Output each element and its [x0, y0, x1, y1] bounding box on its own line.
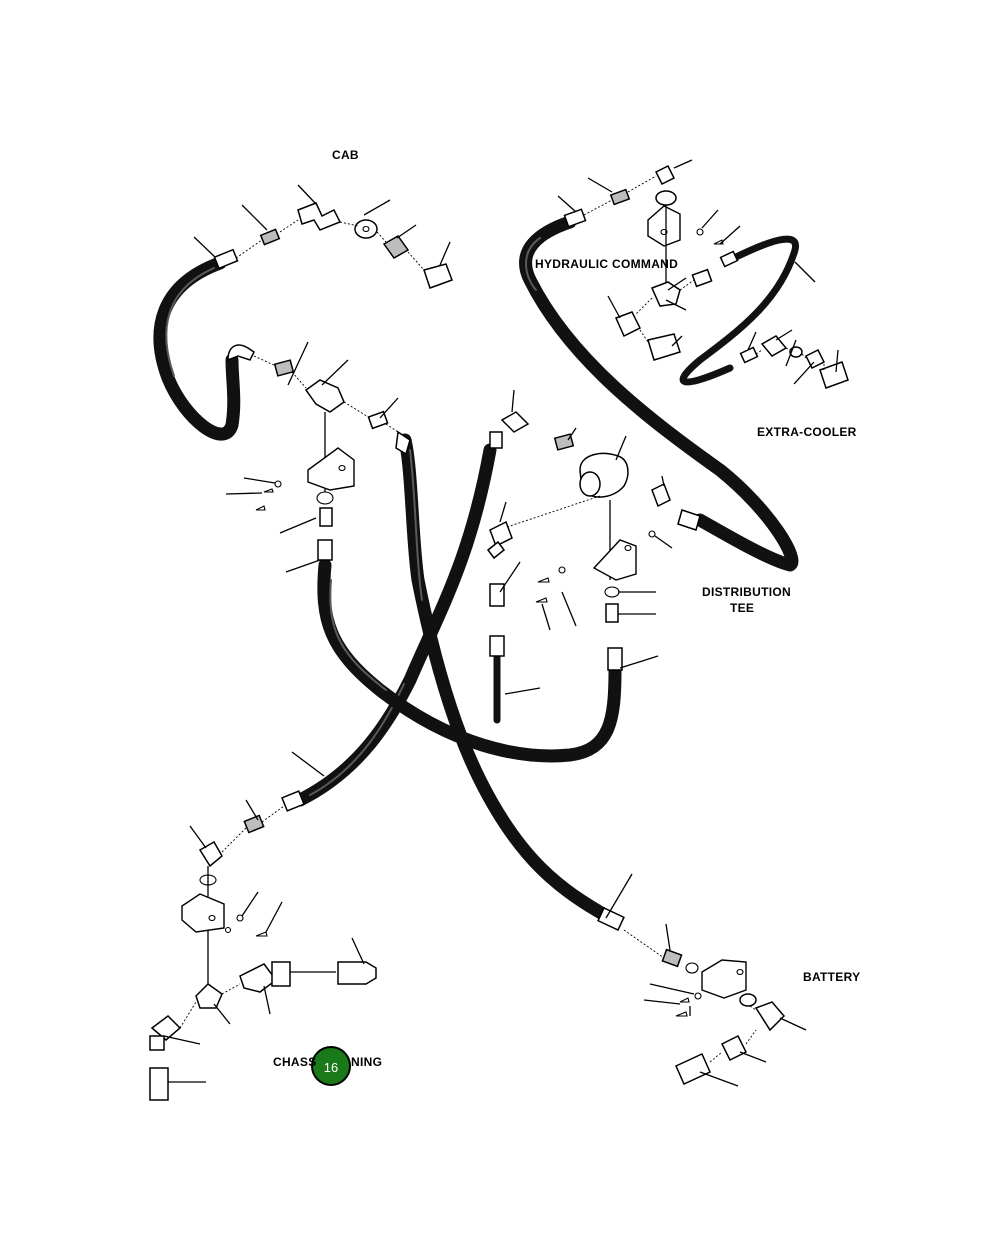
hose-extra-cooler [679, 235, 799, 386]
hose-cab-to-distribution [398, 433, 617, 925]
label-cab: CAB [332, 148, 359, 162]
label-chassis-right: NING [351, 1055, 383, 1069]
cab-tee-assembly [225, 341, 411, 573]
label-distribution: DISTRIBUTION [702, 585, 791, 599]
cab-fittings [193, 184, 453, 289]
label-hydraulic-command: HYDRAULIC COMMAND [535, 257, 679, 271]
hose-hydraulic-command [519, 215, 799, 572]
page-number-badge [311, 1046, 351, 1086]
hose-center-u [317, 558, 622, 763]
label-extra-cooler: EXTRA-COOLER [757, 425, 857, 439]
hydraulic-command-fittings [557, 159, 741, 361]
battery-fittings [597, 873, 807, 1087]
hose-cab-loop [153, 256, 241, 441]
distribution-tee-fittings [486, 389, 701, 695]
extra-cooler-fittings [719, 250, 849, 389]
badge-number: 16 [323, 1060, 339, 1075]
chassis-fittings [149, 751, 377, 1101]
label-chassis-left: CHASS [273, 1055, 317, 1069]
label-battery: BATTERY [803, 970, 861, 984]
label-tee: TEE [730, 601, 755, 615]
